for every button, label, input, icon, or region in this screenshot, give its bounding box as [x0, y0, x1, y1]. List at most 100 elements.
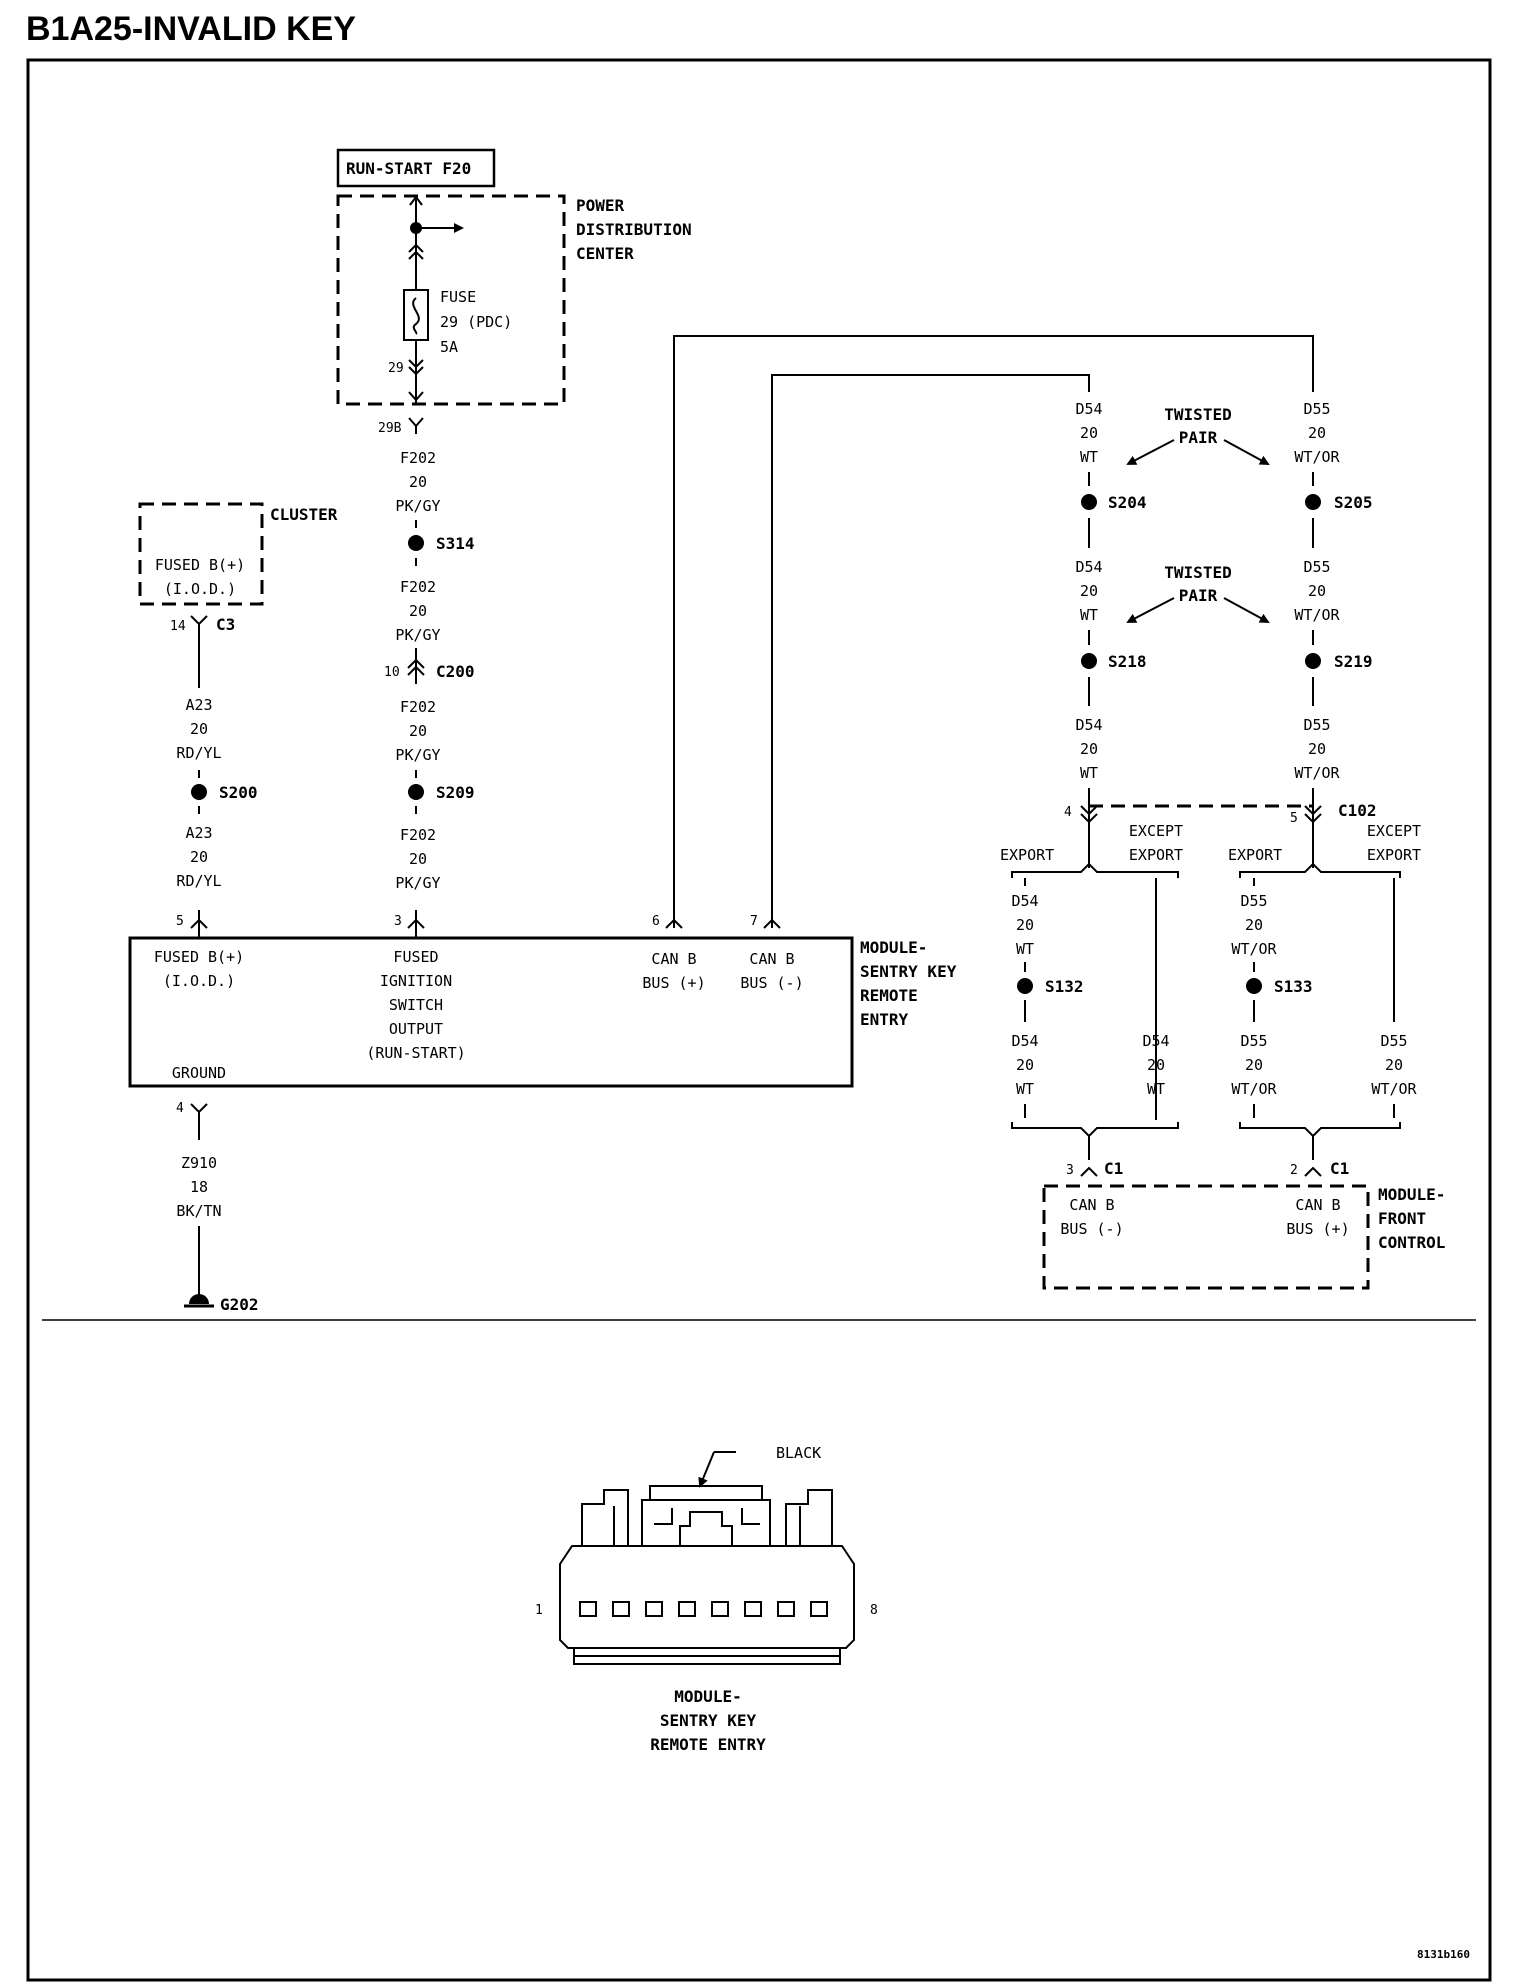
- wire-d54-f-1: D54: [1142, 1032, 1169, 1050]
- figure-id: 8131b160: [1417, 1948, 1470, 1961]
- wire-d55-b-3: WT/OR: [1294, 606, 1340, 624]
- twisted-pair-1-line2: PAIR: [1179, 428, 1218, 447]
- splice-s200: [191, 784, 207, 800]
- wire-d54-a-3: WT: [1080, 448, 1098, 466]
- fcm-module-box: [1042, 1184, 1370, 1290]
- fuse-label-3: 5A: [440, 338, 458, 356]
- wire-d55-f-1: D55: [1380, 1032, 1407, 1050]
- cluster-terminal-1: FUSED B(+): [155, 556, 245, 574]
- splice-s218-label: S218: [1108, 652, 1147, 671]
- skreem-name-4: ENTRY: [860, 1010, 909, 1029]
- wire-f202-b-2: 20: [409, 602, 427, 620]
- c102-label: C102: [1338, 801, 1377, 820]
- wire-d55-c-2: 20: [1308, 740, 1326, 758]
- pin-slot: [612, 1601, 630, 1617]
- twisted-pair-2-line2: PAIR: [1179, 586, 1218, 605]
- pdc-name-1: POWER: [576, 196, 625, 215]
- except-export-b-2: EXPORT: [1367, 846, 1421, 864]
- wire-d55-a-1: D55: [1303, 400, 1330, 418]
- pdc-pin-in: 29B: [378, 421, 402, 436]
- splice-s205-label: S205: [1334, 493, 1373, 512]
- splice-s133-label: S133: [1274, 977, 1313, 996]
- wire-f202-d-1: F202: [400, 826, 436, 844]
- wire-d54-d-2: 20: [1016, 916, 1034, 934]
- ground-label: G202: [220, 1295, 259, 1314]
- skreem-term-ign-4: OUTPUT: [389, 1020, 443, 1038]
- pdc-name-3: CENTER: [576, 244, 634, 263]
- twisted-pair-2-line1: TWISTED: [1164, 563, 1231, 582]
- c102-pin-b: 5: [1290, 811, 1298, 826]
- splice-s218: [1081, 653, 1097, 669]
- fuse-source-box: [336, 148, 496, 188]
- wire-d55-e-3: WT/OR: [1231, 1080, 1277, 1098]
- c1-label-b: C1: [1330, 1159, 1349, 1178]
- fcm-term-can-minus-2: BUS (-): [1060, 1220, 1123, 1238]
- export-label-b: EXPORT: [1228, 846, 1282, 864]
- wire-d55-d-1: D55: [1240, 892, 1267, 910]
- skreem-term-can-minus-1: CAN B: [749, 950, 794, 968]
- twisted-pair-1-line1: TWISTED: [1164, 405, 1231, 424]
- wire-a23-a-2: 20: [190, 720, 208, 738]
- wire-d55-f-3: WT/OR: [1371, 1080, 1417, 1098]
- cluster-name: CLUSTER: [270, 505, 338, 524]
- skreem-pin-7: 7: [750, 914, 758, 929]
- connector-pin-first: 1: [535, 1603, 543, 1618]
- splice-s132: [1017, 978, 1033, 994]
- pin-slot: [777, 1601, 795, 1617]
- skreem-name-1: MODULE-: [860, 938, 927, 957]
- wire-d55-c-3: WT/OR: [1294, 764, 1340, 782]
- skreem-name-3: REMOTE: [860, 986, 918, 1005]
- pdc-box: [336, 194, 566, 406]
- pin-slot: [645, 1601, 663, 1617]
- wire-d55-e-2: 20: [1245, 1056, 1263, 1074]
- fcm-name-2: FRONT: [1378, 1209, 1426, 1228]
- pdc-name-2: DISTRIBUTION: [576, 220, 692, 239]
- wire-a23-b-1: A23: [185, 824, 212, 842]
- wire-z910-3: BK/TN: [176, 1202, 221, 1220]
- skreem-term-ground: GROUND: [172, 1064, 226, 1082]
- fcm-term-can-minus-1: CAN B: [1069, 1196, 1114, 1214]
- export-label-a: EXPORT: [1000, 846, 1054, 864]
- splice-s209: [408, 784, 424, 800]
- wire-d54-b-3: WT: [1080, 606, 1098, 624]
- wire-a23-a-3: RD/YL: [176, 744, 221, 762]
- pin-slot: [810, 1601, 828, 1617]
- skreem-pin-4: 4: [176, 1101, 184, 1116]
- wire-a23-b-3: RD/YL: [176, 872, 221, 890]
- wire-d54-f-3: WT: [1147, 1080, 1165, 1098]
- wire-z910-2: 18: [190, 1178, 208, 1196]
- splice-s204: [1081, 494, 1097, 510]
- c1-label-a: C1: [1104, 1159, 1123, 1178]
- c102-pin-a: 4: [1064, 805, 1072, 820]
- wire-f202-d-3: PK/GY: [395, 874, 440, 892]
- wire-d55-b-1: D55: [1303, 558, 1330, 576]
- cluster-pin: 14: [170, 619, 186, 634]
- connector-caption-2: SENTRY KEY: [660, 1711, 757, 1730]
- wire-d55-e-1: D55: [1240, 1032, 1267, 1050]
- wire-d55-d-3: WT/OR: [1231, 940, 1277, 958]
- c200-pin: 10: [384, 665, 400, 680]
- wire-d54-c-1: D54: [1075, 716, 1102, 734]
- skreem-term-can-plus-1: CAN B: [651, 950, 696, 968]
- pin-slot: [579, 1601, 597, 1617]
- pdc-pin-out: 29: [388, 361, 404, 376]
- skreem-pin-6: 6: [652, 914, 660, 929]
- wire-a23-b-2: 20: [190, 848, 208, 866]
- wire-d54-b-2: 20: [1080, 582, 1098, 600]
- skreem-pin-5: 5: [176, 914, 184, 929]
- except-export-a-1: EXCEPT: [1129, 822, 1183, 840]
- wire-d55-f-2: 20: [1385, 1056, 1403, 1074]
- splice-s205: [1305, 494, 1321, 510]
- c200-label: C200: [436, 662, 475, 681]
- skreem-term-ign-3: SWITCH: [389, 996, 443, 1014]
- skreem-term-ign-5: (RUN-START): [366, 1044, 465, 1062]
- wire-a23-a-1: A23: [185, 696, 212, 714]
- c1-pin-b: 2: [1290, 1163, 1298, 1178]
- pin-slot: [711, 1601, 729, 1617]
- pin-slot: [744, 1601, 762, 1617]
- wire-d54-e-2: 20: [1016, 1056, 1034, 1074]
- splice-s219-label: S219: [1334, 652, 1373, 671]
- fcm-term-can-plus-2: BUS (+): [1286, 1220, 1349, 1238]
- fuse-source-label: RUN-START F20: [346, 159, 471, 178]
